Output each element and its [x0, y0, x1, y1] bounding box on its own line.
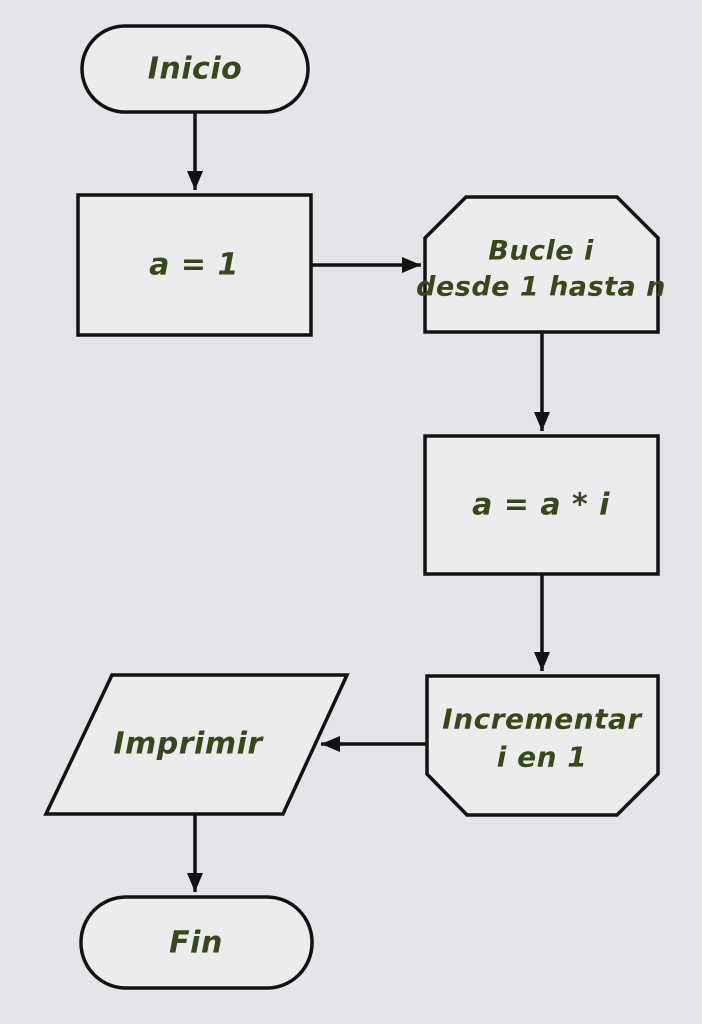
node-end: Fin: [79, 895, 314, 990]
loop-end-shape: [425, 674, 660, 817]
increment-label-line2: i en 1: [497, 741, 588, 774]
end-label: Fin: [169, 926, 223, 961]
end-terminator-shape: [79, 895, 314, 990]
print-parallelogram-shape: [43, 673, 350, 816]
increment-label-line1: Incrementar: [442, 703, 643, 736]
nodes-group: Inicio a = 1 Bucle i desde 1 hasta n a =…: [43, 24, 666, 990]
init-label: a = 1: [149, 248, 239, 283]
init-process-shape: [76, 193, 313, 337]
multiply-process-shape: [423, 434, 660, 576]
node-increment: Incrementar i en 1: [425, 674, 660, 817]
node-print: Imprimir: [43, 673, 350, 816]
loop-start-label-line1: Bucle i: [488, 236, 594, 267]
multiply-label: a = a * i: [472, 488, 610, 523]
node-init: a = 1: [76, 193, 313, 337]
start-terminator-shape: [80, 24, 310, 114]
node-loop-start: Bucle i desde 1 hasta n: [416, 195, 666, 334]
node-multiply: a = a * i: [423, 434, 660, 576]
edges-group: [187, 112, 550, 892]
loop-start-label-line2: desde 1 hasta n: [416, 272, 666, 303]
node-start: Inicio: [80, 24, 310, 114]
start-label: Inicio: [148, 52, 242, 87]
print-label: Imprimir: [113, 727, 264, 762]
loop-start-shape: [423, 195, 660, 334]
